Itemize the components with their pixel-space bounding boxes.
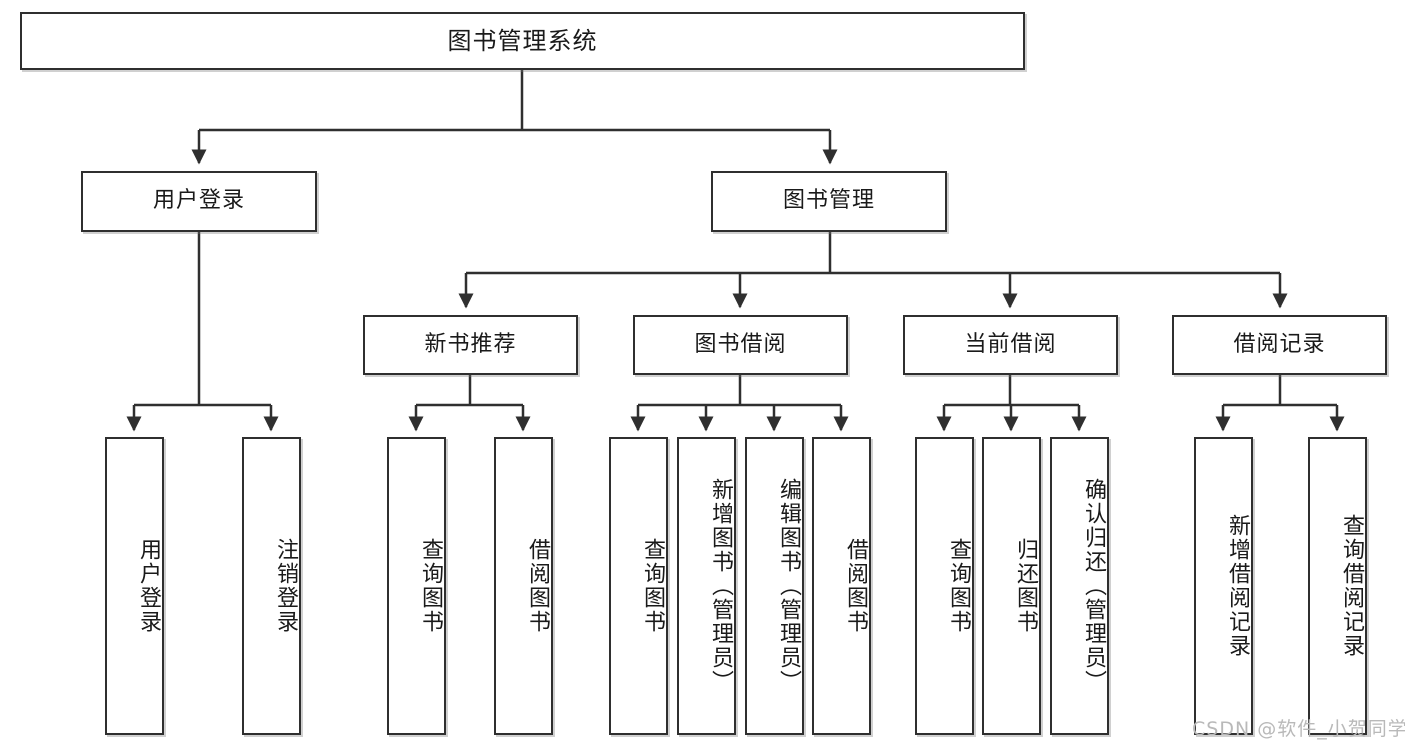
node-borrow-record[interactable]: 借阅记录 (1172, 315, 1387, 375)
csdn-watermark: CSDN @软件_小贺同学 (1192, 718, 1405, 740)
node-book-manage[interactable]: 图书管理 (711, 171, 947, 232)
leaf-query-book-1[interactable]: 查询图书 (387, 437, 446, 735)
leaf-logout-login[interactable]: 注销登录 (242, 437, 301, 735)
node-book-borrow[interactable]: 图书借阅 (633, 315, 848, 375)
node-current-borrow[interactable]: 当前借阅 (903, 315, 1118, 375)
node-user-login[interactable]: 用户登录 (81, 171, 317, 232)
leaf-edit-book[interactable]: 编辑图书（管理员） (745, 437, 804, 735)
leaf-add-book[interactable]: 新增图书（管理员） (677, 437, 736, 735)
leaf-user-login[interactable]: 用户登录 (105, 437, 164, 735)
leaf-return-book[interactable]: 归还图书 (982, 437, 1041, 735)
leaf-query-record[interactable]: 查询借阅记录 (1308, 437, 1367, 735)
leaf-borrow-book-1[interactable]: 借阅图书 (494, 437, 553, 735)
leaf-query-book-3[interactable]: 查询图书 (915, 437, 974, 735)
leaf-add-record[interactable]: 新增借阅记录 (1194, 437, 1253, 735)
leaf-confirm-return[interactable]: 确认归还（管理员） (1050, 437, 1109, 735)
leaf-query-book-2[interactable]: 查询图书 (609, 437, 668, 735)
node-root-system[interactable]: 图书管理系统 (20, 12, 1025, 70)
leaf-borrow-book-2[interactable]: 借阅图书 (812, 437, 871, 735)
node-new-book-recommend[interactable]: 新书推荐 (363, 315, 578, 375)
